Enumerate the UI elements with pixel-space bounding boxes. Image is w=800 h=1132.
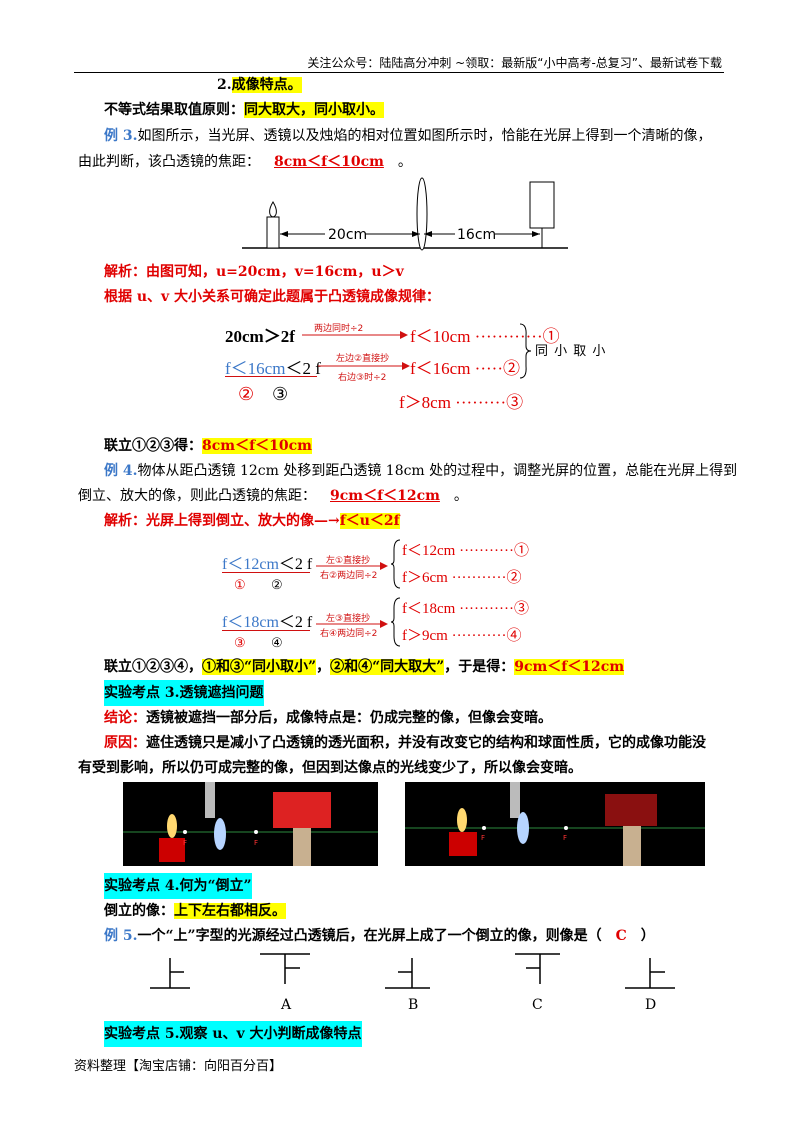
ex3-eq1-arrow-label: 两边同时÷2 xyxy=(314,324,364,334)
ex5-figure-original xyxy=(150,958,190,989)
ex3-sol-line1: 解析：由图可知，u=20cm，v=16cm，u＞v xyxy=(104,264,404,280)
principle-line: 不等式结果取值原则：同大取大，同小取小。 xyxy=(104,102,384,118)
ex3-brace-note: 同 小 取 小 xyxy=(535,344,607,359)
ex3-eq1-right: f＜10cm ············① xyxy=(410,327,560,346)
ex3-eq2-left: f＜16cm＜2 f xyxy=(225,359,321,378)
section-2-title: 2.成像特点。 xyxy=(217,77,302,93)
ex4-b-c3: ③ xyxy=(234,636,246,651)
ex3-dist-16: 16cm xyxy=(457,227,497,243)
ex4-b-arrow xyxy=(316,620,388,628)
ex4-b-left: f＜18cm＜2 f xyxy=(222,614,313,631)
exp3-reason-2: 有受到影响，所以仍可成完整的像，但因到达像点的光线变少了，所以像会变暗。 xyxy=(78,760,582,776)
exp5-title: 实验考点 5.观察 u、v 大小判断成像特点 xyxy=(104,1021,362,1047)
ex4-a-r1: f＜12cm ···········① xyxy=(402,543,530,559)
ex4-b-underline xyxy=(222,630,310,631)
photo-lens-experiment-2: F F xyxy=(405,782,705,866)
ex5-option-b: B xyxy=(408,997,419,1013)
exp3-title: 实验考点 3.透镜遮挡问题 xyxy=(104,680,264,706)
ex3-eq2-underline xyxy=(225,376,317,377)
ex5-question: 例 5.一个“上”字型的光源经过凸透镜后，在光屏上成了一个倒立的像，则像是（C） xyxy=(104,928,655,944)
ex3-eq3: f＞8cm ·········③ xyxy=(399,393,524,412)
ex4-a-arrow-top: 左①直接抄 xyxy=(326,556,371,566)
ex5-figure-c xyxy=(515,953,560,984)
exp3-reason-1: 原因：遮住透镜只是减小了凸透镜的透光面积，并没有改变它的结构和球面性质，它的成像… xyxy=(104,735,706,751)
ex4-a-arrow xyxy=(316,562,388,570)
exp3-conclusion: 结论：透镜被遮挡一部分后，成像特点是：仍成完整的像，但像会变暗。 xyxy=(104,710,552,726)
ex3-eq2-arrow-bot: 右边③时÷2 xyxy=(338,373,387,383)
ex3-eq2-arrow-top: 左边②直接抄 xyxy=(336,354,390,364)
ex3-combine: 联立①②③得：8cm＜f＜10cm xyxy=(104,438,312,454)
ex3-dist-20: 20cm xyxy=(328,227,368,243)
ex5-figures xyxy=(150,953,675,989)
ex5-figure-a xyxy=(260,953,310,984)
ex4-b-arrow-top: 左③直接抄 xyxy=(326,614,371,624)
ex4-a-brace xyxy=(390,539,401,589)
ex4-sol-line: 解析：光屏上得到倒立、放大的像—→f＜u＜2f xyxy=(104,513,400,529)
photo2-f-label: F xyxy=(481,834,485,842)
ex3-eq1-arrow xyxy=(302,331,408,339)
ex4-a-underline xyxy=(222,572,310,573)
ex5-figure-d xyxy=(625,958,675,989)
ex4-b-arrow-bot: 右④两边同÷2 xyxy=(320,629,378,639)
ex3-circle-2: ② xyxy=(238,384,255,405)
ex5-option-c: C xyxy=(532,997,543,1013)
ex4-a-left: f＜12cm＜2 f xyxy=(222,556,313,573)
header-rule xyxy=(74,72,724,73)
ex4-b-r2: f＞9cm ···········④ xyxy=(402,628,522,644)
ex4-line1: 例 4.物体从距凸透镜 12cm 处移到距凸透镜 18cm 处的过程中，调整光屏… xyxy=(104,463,738,479)
photo1-f-label-2: F xyxy=(254,839,258,847)
ex4-b-brace xyxy=(390,597,401,647)
ex3-eq1-left: 20cm＞2f xyxy=(225,327,295,346)
exp4-title: 实验考点 4.何为“倒立” xyxy=(104,873,252,899)
page-footer: 资料整理【淘宝店铺：向阳百分百】 xyxy=(74,1059,283,1074)
ex4-a-arrow-bot: 右②两边同÷2 xyxy=(320,571,378,581)
ex3-brace xyxy=(519,323,532,379)
ex5-option-a: A xyxy=(281,997,292,1013)
photo1-f-label: F xyxy=(183,839,187,847)
ex3-sol-line2: 根据 u、v 大小关系可确定此题属于凸透镜成像规律： xyxy=(104,289,441,305)
ex4-a-c1: ① xyxy=(234,578,246,593)
ex4-combine: 联立①②③④，①和③“同小取小”，②和④“同大取大”，于是得：9cm＜f＜12c… xyxy=(104,659,625,675)
ex4-line2: 倒立、放大的像，则此凸透镜的焦距：9cm＜f＜12cm。 xyxy=(78,488,468,504)
ex3-line1: 例 3.如图所示，当光屏、透镜以及烛焰的相对位置如图所示时，恰能在光屏上得到一个… xyxy=(104,128,712,144)
ex5-option-d: D xyxy=(645,997,657,1013)
ex3-line2: 由此判断，该凸透镜的焦距：8cm＜f＜10cm。 xyxy=(78,154,412,170)
ex3-optics-diagram xyxy=(242,177,568,251)
photo2-f-label-2: F xyxy=(563,834,567,842)
ex4-b-r1: f＜18cm ···········③ xyxy=(402,601,530,617)
exp4-line: 倒立的像：上下左右都相反。 xyxy=(104,903,286,919)
ex3-eq2-arrow xyxy=(318,362,410,370)
ex5-figure-b xyxy=(385,958,430,989)
ex4-a-r2: f＞6cm ···········② xyxy=(402,570,522,586)
ex4-b-c4: ④ xyxy=(271,636,283,651)
ex3-eq2-right: f＜16cm ·····② xyxy=(410,359,520,378)
photo-lens-experiment-1: F F xyxy=(123,782,378,866)
ex4-a-c2: ② xyxy=(271,578,283,593)
page-header: 关注公众号：陆陆高分冲刺 ~领取：最新版“小中高考-总复习”、最新试卷下载 xyxy=(307,56,722,70)
ex3-circle-3: ③ xyxy=(272,384,289,405)
